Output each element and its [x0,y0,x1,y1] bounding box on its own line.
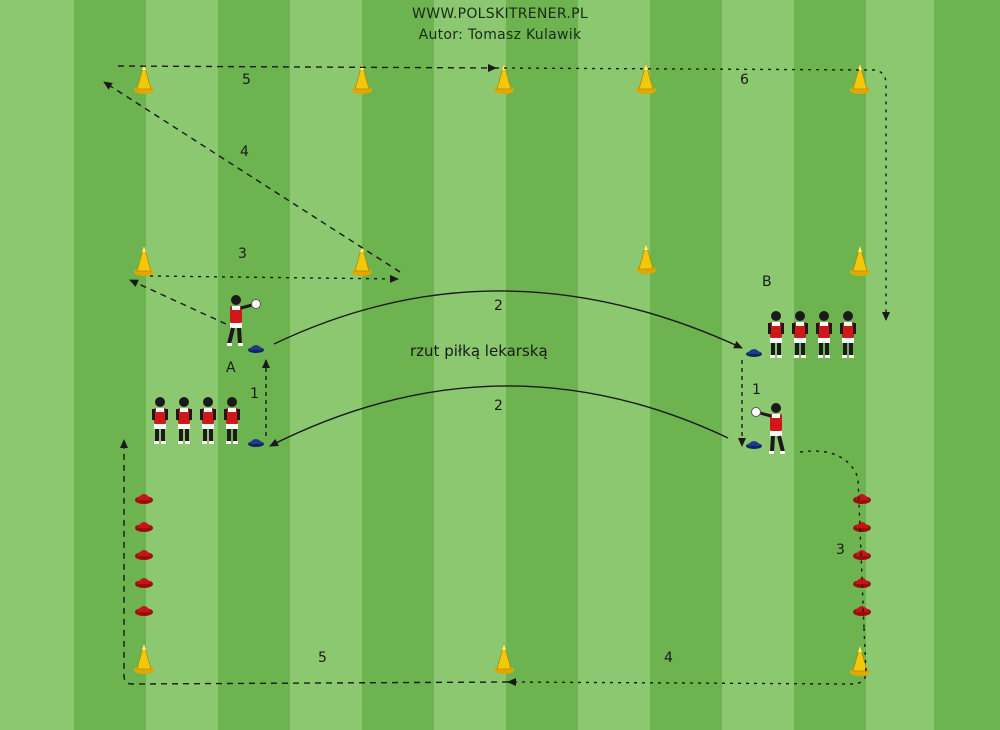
cone-yellow [493,643,515,675]
run-line-5-top [117,63,497,72]
cone-red [853,550,871,560]
group-label-a: A [226,360,236,376]
run-line-4-diagonal [103,81,401,273]
cone-red [135,550,153,560]
cone-yellow [133,643,155,675]
run-line-3-right [799,450,865,629]
label-step: 4 [664,650,673,666]
label-step: 4 [240,144,249,160]
pass-line-bottom [269,385,729,447]
group-a-players [152,293,263,444]
marker-blue-b-bottom [746,441,762,449]
pass-line-top [273,290,743,349]
cone-yellow [849,63,871,95]
marker-blue-a-top [248,345,264,353]
cone-red [135,578,153,588]
run-line-5-bottom [120,439,509,685]
label-step: 1 [250,386,259,402]
cone-yellow [133,245,155,277]
player [840,311,856,358]
label-step: 2 [494,298,503,314]
cone-red [135,522,153,532]
cone-yellow [635,243,657,275]
player [792,311,808,358]
red-cones-right [853,494,871,616]
run-line-a-return [129,279,227,325]
cone-yellow [849,645,871,677]
movement-lines [103,63,890,687]
cone-red [853,494,871,504]
run-line-3-middle [149,274,399,283]
player [176,397,192,444]
cone-red [135,606,153,616]
drill-caption: rzut piłką lekarską [410,342,548,360]
run-line-4-bottom [507,627,867,687]
player [200,397,216,444]
label-step: 3 [238,246,247,262]
label-step: 1 [752,382,761,398]
cone-yellow [351,245,373,277]
player [152,397,168,444]
marker-blue-a-bottom [248,439,264,447]
run-line-6 [495,67,890,321]
cone-yellow [133,63,155,95]
cone-yellow [351,63,373,95]
label-step: 2 [494,398,503,414]
label-step: 5 [318,650,327,666]
group-label-b: B [762,274,772,290]
cone-red [135,494,153,504]
label-step: 5 [242,72,251,88]
player-thrower-a [225,293,263,348]
red-cones-left [135,494,153,616]
marker-blue-b-top [746,349,762,357]
player [768,311,784,358]
author-credit: Autor: Tomasz Kulawik [418,27,582,43]
player [816,311,832,358]
player [224,397,240,444]
group-b-players [749,311,856,456]
site-url: WWW.POLSKITRENER.PL [412,6,588,22]
cone-red [853,522,871,532]
cone-yellow [635,63,657,95]
label-step: 3 [836,542,845,558]
cone-yellow [849,245,871,277]
label-step: 6 [740,72,749,88]
cone-red [853,606,871,616]
